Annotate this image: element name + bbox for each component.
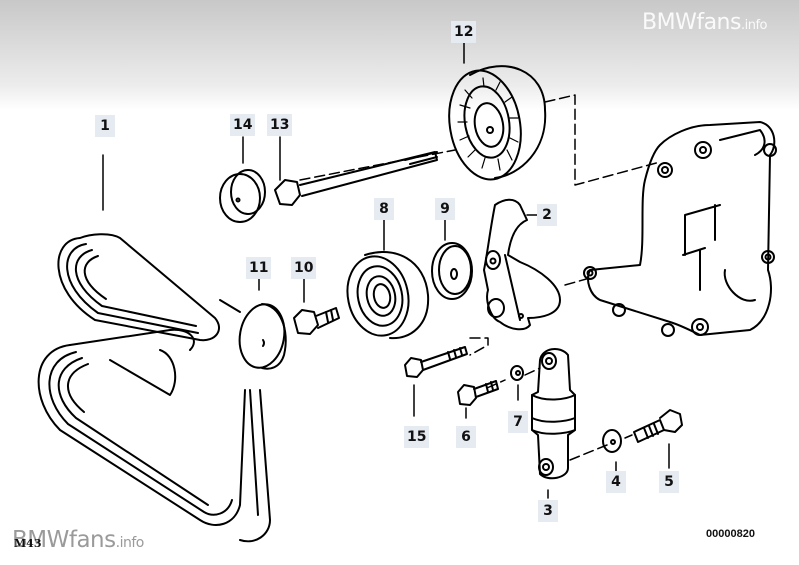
part-label-3[interactable]: 3 bbox=[538, 500, 558, 522]
part-label-14[interactable]: 14 bbox=[230, 114, 256, 136]
part-label-2[interactable]: 2 bbox=[537, 204, 557, 226]
dust-cover-9-drawing bbox=[431, 242, 473, 300]
bolt-15-drawing bbox=[404, 346, 468, 378]
part-label-11[interactable]: 11 bbox=[246, 257, 272, 279]
part-label-5[interactable]: 5 bbox=[659, 471, 679, 493]
watermark-bottom-brand: BMWfans bbox=[12, 527, 116, 553]
engine-bracket-drawing bbox=[583, 121, 777, 337]
ribbed-belt-drawing bbox=[37, 233, 271, 543]
part-label-6[interactable]: 6 bbox=[456, 426, 476, 448]
bolt-5-drawing bbox=[633, 409, 683, 443]
hydraulic-tensioner-3-drawing bbox=[531, 348, 576, 480]
part-label-1[interactable]: 1 bbox=[95, 115, 115, 137]
assembly-dash-lines bbox=[299, 94, 661, 461]
idler-pulley-8-drawing bbox=[346, 250, 430, 340]
cover-cap-14-drawing bbox=[219, 169, 266, 223]
long-bolt-13-drawing bbox=[274, 151, 438, 206]
bolt-10-drawing bbox=[293, 307, 340, 335]
watermark-top-brand: BMWfans bbox=[642, 10, 741, 35]
part-label-15[interactable]: 15 bbox=[404, 426, 430, 448]
part-label-7[interactable]: 7 bbox=[508, 411, 528, 433]
model-code: M43 bbox=[14, 537, 42, 550]
part-label-4[interactable]: 4 bbox=[606, 471, 626, 493]
watermark-top: BMWfans.info bbox=[642, 10, 767, 35]
tension-pulley-12-drawing bbox=[448, 65, 547, 181]
washer-4-drawing bbox=[602, 429, 622, 453]
drawing-number: 00000820 bbox=[706, 528, 755, 540]
watermark-bottom-suffix: .info bbox=[115, 535, 145, 551]
washer-7-drawing bbox=[510, 365, 524, 381]
cover-cap-11-drawing bbox=[238, 303, 287, 370]
watermark-top-suffix: .info bbox=[740, 18, 768, 33]
tensioner-arm-2-drawing bbox=[483, 198, 561, 331]
watermark-bottom: BMWfans.info bbox=[12, 527, 144, 553]
part-label-10[interactable]: 10 bbox=[291, 257, 317, 279]
part-label-8[interactable]: 8 bbox=[374, 198, 394, 220]
part-label-13[interactable]: 13 bbox=[267, 114, 293, 136]
part-label-9[interactable]: 9 bbox=[435, 198, 455, 220]
bolt-6-drawing bbox=[457, 380, 499, 406]
part-label-12[interactable]: 12 bbox=[451, 21, 477, 43]
leader-lines bbox=[102, 41, 670, 499]
